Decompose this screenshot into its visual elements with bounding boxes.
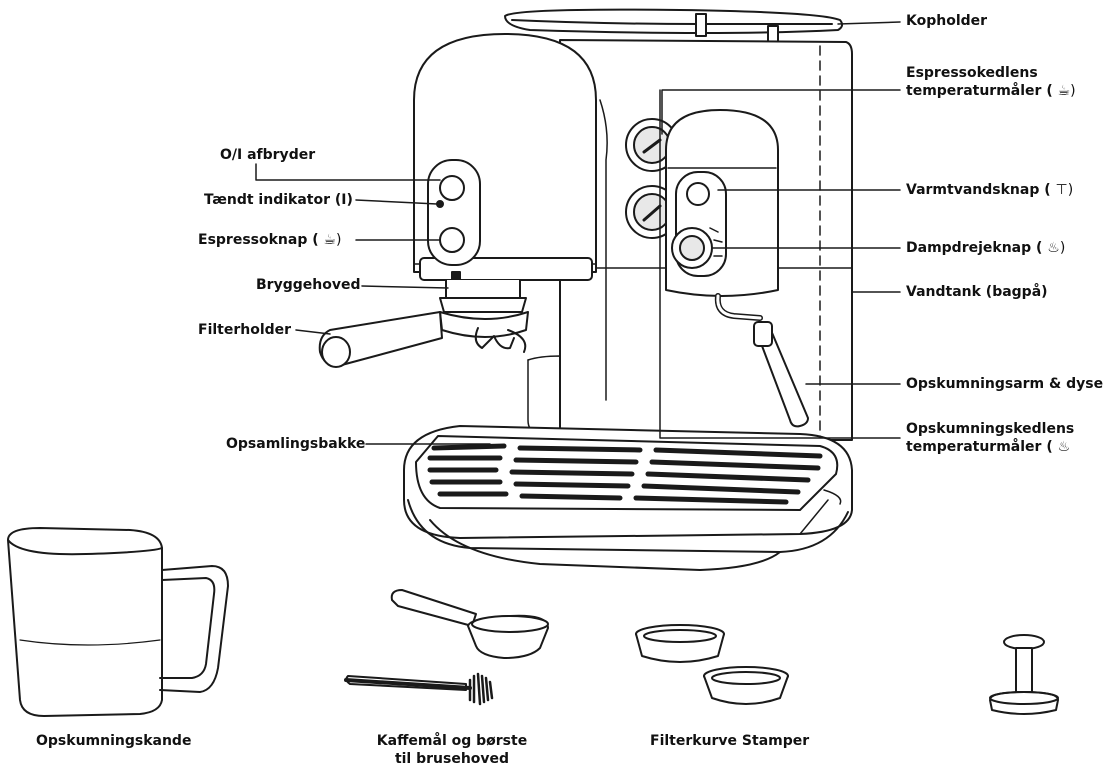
steam-wand	[714, 293, 809, 428]
label-espressoknap: Espressoknap ( ☕)	[198, 231, 342, 249]
filter-basket-single	[635, 624, 725, 663]
label-kaffemaal-line2: til brusehoved	[394, 751, 510, 767]
leader-lines	[255, 21, 901, 445]
steam-icon: ♨)	[1047, 240, 1066, 256]
label-filterkurve-stamper: Filterkurve Stamper	[650, 733, 810, 749]
portafilter	[318, 311, 529, 368]
espresso-boiler-dome	[413, 33, 597, 281]
espresso-cup-icon: ☕)	[1057, 83, 1076, 99]
cleaning-brush	[344, 672, 494, 706]
brew-head	[439, 279, 527, 313]
steam-boiler	[665, 109, 779, 297]
filter-basket-double	[703, 666, 789, 705]
label-on-indicator: Tændt indikator (I)	[204, 192, 353, 208]
frothing-pitcher	[7, 527, 229, 717]
tamper	[989, 634, 1059, 715]
label-espressoknap-text: Espressoknap (	[198, 232, 319, 248]
label-opsamlingsbakke: Opsamlingsbakke	[226, 436, 366, 452]
label-dampdrejeknap: Dampdrejeknap ( ♨)	[906, 239, 1065, 257]
label-dampdrejeknap-text: Dampdrejeknap (	[906, 240, 1043, 256]
label-onoff: O/I afbryder	[220, 147, 316, 163]
espresso-cup-icon-2: ☕)	[323, 232, 342, 248]
label-kopholder: Kopholder	[906, 13, 988, 29]
label-bryggehoved: Bryggehoved	[256, 277, 361, 293]
label-espresso-gauge-line2: temperaturmåler ( ☕)	[906, 82, 1076, 100]
label-opskumningskande: Opskumningskande	[36, 733, 192, 749]
drip-tray-grate	[427, 443, 823, 505]
label-espresso-gauge-text: temperaturmåler (	[906, 83, 1053, 99]
cup-holder-rail	[504, 8, 844, 47]
steam-icon-2: ♨	[1057, 439, 1071, 455]
label-opskumningsarm: Opskumningsarm & dyse	[906, 376, 1104, 392]
label-filterholder: Filterholder	[198, 322, 292, 338]
label-opskum-gauge-line2: temperaturmåler ( ♨	[906, 438, 1070, 456]
label-vandtank: Vandtank (bagpå)	[906, 284, 1048, 300]
hot-water-icon: ⊤)	[1055, 182, 1074, 198]
label-varmtvandsknap: Varmtvandsknap ( ⊤)	[906, 181, 1073, 199]
coffee-scoop	[390, 589, 549, 659]
label-espresso-gauge-line1: Espressokedlens	[906, 65, 1038, 81]
label-kaffemaal-line1: Kaffemål og børste	[376, 733, 528, 749]
label-opskum-gauge-line1: Opskumningskedlens	[906, 421, 1075, 437]
label-opskum-gauge-text: temperaturmåler (	[906, 439, 1053, 455]
label-varmtvand-text: Varmtvandsknap (	[906, 182, 1051, 198]
